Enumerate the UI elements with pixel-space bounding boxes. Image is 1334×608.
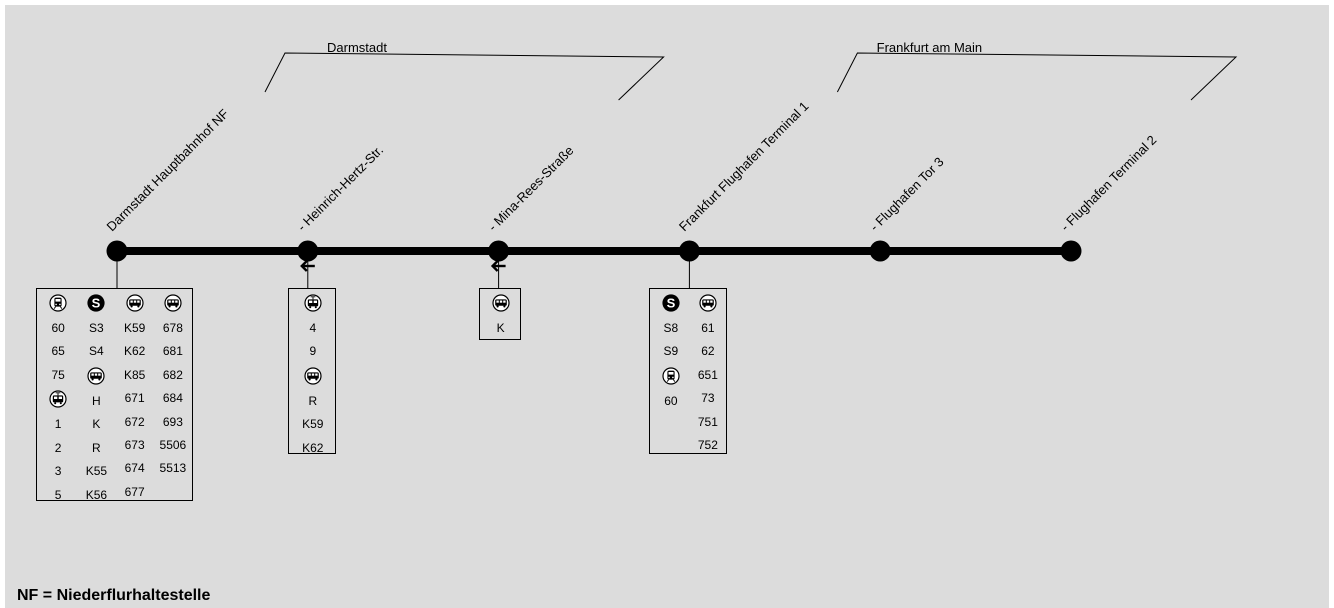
line-number: 60 <box>664 393 678 408</box>
one-way-arrow-icon <box>490 260 506 272</box>
train-icon <box>652 367 689 390</box>
line-number: R <box>308 393 318 408</box>
line-number: 5513 <box>159 461 187 476</box>
line-number: K62 <box>302 440 324 455</box>
footnote: NF = Niederflurhaltestelle <box>17 587 211 604</box>
line-number: S9 <box>663 344 679 359</box>
line-number: 673 <box>124 438 145 453</box>
line-number: K55 <box>85 464 108 479</box>
line-number: 684 <box>162 391 183 406</box>
region-name: Frankfurt am Main <box>877 40 982 55</box>
line-number: 677 <box>124 484 145 499</box>
station-name: - Mina-Rees-Straße <box>485 143 576 234</box>
s-bahn-icon <box>77 294 115 317</box>
train-icon <box>39 294 77 317</box>
line-number: S3 <box>89 321 104 336</box>
tram-icon <box>39 390 77 413</box>
line-number: K59 <box>123 321 146 336</box>
line-number: 1 <box>54 417 62 432</box>
line-number: 672 <box>124 414 145 429</box>
line-number: 651 <box>697 367 718 382</box>
tram-icon <box>291 294 335 317</box>
line-number: 4 <box>309 321 317 336</box>
line-number: 751 <box>697 414 718 429</box>
line-number: 61 <box>701 321 715 336</box>
region-name: Darmstadt <box>327 40 387 55</box>
region-bracket <box>264 52 665 101</box>
line-number: 9 <box>309 344 317 359</box>
line-number: K85 <box>123 367 146 382</box>
line-number: 75 <box>51 367 65 382</box>
station-stop[interactable] <box>869 240 891 262</box>
connection-column: K <box>482 291 520 340</box>
line-number: 693 <box>162 414 183 429</box>
one-way-arrow-icon <box>300 260 315 272</box>
bus-icon <box>116 294 154 317</box>
connection-column: 60 65 75 1 2 3 5 <box>39 291 77 507</box>
bus-icon <box>689 294 726 317</box>
line-number: 5506 <box>159 438 187 453</box>
line-number: S8 <box>663 321 679 336</box>
line-number: 678 <box>162 321 183 336</box>
connection-column: 61 62 651 73 751 752 <box>689 291 726 457</box>
station-stop[interactable] <box>106 240 128 262</box>
line-number: 2 <box>54 440 62 455</box>
line-number: R <box>92 440 101 455</box>
line-number: 62 <box>701 344 715 359</box>
line-number: 3 <box>54 464 62 479</box>
bus-icon <box>291 367 335 390</box>
line-number: H <box>92 393 101 408</box>
bus-icon <box>77 367 115 390</box>
station-name: - Flughafen Tor 3 <box>867 154 947 234</box>
s-bahn-icon <box>652 294 689 317</box>
line-number: K <box>92 417 101 432</box>
station-stop[interactable] <box>678 240 700 262</box>
line-number: 65 <box>51 344 65 359</box>
station-name: Darmstadt Hauptbahnhof NF <box>104 106 232 234</box>
station-name: Frankfurt Flughafen Terminal 1 <box>676 99 812 235</box>
line-number: K59 <box>302 417 324 432</box>
station-stop[interactable] <box>297 240 319 262</box>
line-number: 752 <box>697 438 718 453</box>
station-stop[interactable] <box>1060 240 1082 262</box>
bus-icon <box>154 294 192 317</box>
line-number: 674 <box>124 461 145 476</box>
line-number: K <box>496 321 505 336</box>
station-name: - Flughafen Terminal 2 <box>1058 132 1160 234</box>
line-number: K56 <box>85 487 108 502</box>
station-stop[interactable] <box>488 240 510 262</box>
connection-column: 678 681 682 684 693 5506 5513 <box>154 291 192 481</box>
line-number: 682 <box>162 367 183 382</box>
line-number: 671 <box>124 391 145 406</box>
region-bracket <box>836 52 1238 101</box>
connections-box: K <box>478 288 521 340</box>
line-number: K62 <box>123 344 146 359</box>
line-number: 73 <box>701 391 715 406</box>
station-name: - Heinrich-Hertz-Str. <box>294 142 386 234</box>
line-number: 681 <box>162 344 183 359</box>
bus-icon <box>482 294 520 317</box>
line-number: 60 <box>51 321 65 336</box>
line-number: S4 <box>89 344 104 359</box>
line-number: 5 <box>54 487 62 502</box>
